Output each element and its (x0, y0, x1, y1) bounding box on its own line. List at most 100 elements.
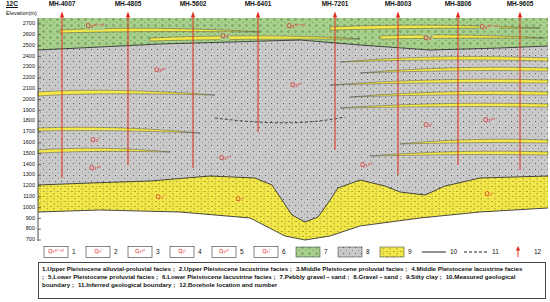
legend-number: 11 (492, 249, 499, 256)
legend-swatch (86, 247, 110, 258)
legend-number: 2 (114, 249, 118, 256)
section-id: 12C (6, 1, 18, 8)
stratum-code: Q₂ᵖˡ (289, 81, 303, 89)
clay-lens (350, 91, 548, 97)
clay-lens (400, 139, 548, 144)
legend-text: 8.Gravel－sand ; (353, 273, 402, 280)
clay-lens (340, 103, 548, 108)
clay-lens (38, 148, 170, 153)
tick-label: 1600 (23, 140, 35, 146)
tick-mark (38, 207, 41, 208)
tick-mark (38, 78, 41, 79)
measured-line-sample (422, 252, 446, 253)
stratum-code: Q₁ᵖˡ (359, 161, 373, 169)
clay-lens (330, 25, 540, 30)
inferred-line-sample (464, 252, 488, 253)
borehole-number: MH-8806 (445, 1, 472, 8)
legend-number: 10 (450, 249, 457, 256)
tick-mark (38, 121, 41, 122)
tick-mark (38, 67, 41, 68)
legend-text: 7.Pebbly gravel－sand ; (280, 273, 350, 280)
tick-mark (38, 164, 41, 165)
tick-mark (38, 34, 41, 35)
borehole (456, 12, 460, 166)
tick-mark (38, 24, 41, 25)
clay-lens (370, 151, 548, 156)
legend-text: 1.Upper Pleistocene alluvial-proluvial f… (42, 265, 175, 272)
measured-boundary (38, 40, 548, 50)
tick-label: 2000 (23, 97, 35, 103)
borehole (333, 12, 337, 151)
tick-label: 1300 (23, 172, 35, 178)
code-box (254, 247, 278, 258)
stratum-code: Q₂ᵖˡ (153, 66, 167, 74)
stratum-code: Q₁ˡ (235, 195, 246, 203)
pebbly-gravel-texture (38, 18, 548, 50)
tick-mark (38, 99, 41, 100)
legend-code: Q₂ᵖˡ (134, 249, 146, 256)
tick-label: 1100 (23, 194, 35, 200)
tick-label: 2100 (23, 86, 35, 92)
gravel-sand-unit (38, 18, 548, 241)
clay-lens (150, 36, 360, 41)
tick-label: 900 (26, 216, 35, 222)
color-swatch (380, 247, 404, 257)
code-box (44, 247, 68, 258)
clay-lens (330, 79, 548, 85)
borehole-number: MH-8003 (385, 1, 412, 8)
tick-label: 2500 (23, 43, 35, 49)
legend-text: 6.Lower Pleistocene lacustrine facies ; (162, 273, 275, 280)
color-swatch (296, 247, 320, 257)
swatch-texture (380, 247, 404, 257)
legend-number: 8 (366, 249, 370, 256)
borehole-number: MH-4805 (115, 1, 142, 8)
legend-number: 9 (408, 249, 412, 256)
swatch-texture (338, 247, 362, 257)
legend-code: Q₃ᵃˡ⁻ᵖˡ (47, 249, 65, 256)
axis-title: Elevation(m) (6, 11, 37, 17)
tick-mark (38, 132, 41, 133)
measured-boundary (38, 176, 548, 222)
legend-swatch (212, 247, 236, 258)
legend-number: 7 (324, 249, 328, 256)
stratum-code: Q₁ˡ (155, 193, 166, 201)
legend-text: 2.Upper Pleistocene lacustrine facies ; (179, 265, 292, 272)
borehole-number: MH-7201 (322, 1, 349, 8)
pebbly-gravel-unit (38, 18, 548, 50)
borehole-line (128, 15, 129, 165)
borehole-line (62, 15, 63, 178)
borehole-number: MH-6401 (245, 1, 272, 8)
legend-text: 3.Middle Pleistocene proluvial facies ; (296, 265, 407, 272)
legend-text: 11.Inferred geological boundary ; (78, 281, 175, 288)
borehole-line (258, 15, 259, 132)
tick-label: 2700 (23, 21, 35, 27)
legend-text: 9.Silty clay ; (406, 273, 442, 280)
borehole-arrow (126, 12, 130, 18)
legend-swatch (338, 247, 362, 257)
stratum-code: Q₂ᵖˡ (482, 116, 496, 124)
legend-code: Q₂ˡ (177, 249, 187, 256)
tick-mark (38, 218, 41, 219)
tick-label: 1500 (23, 151, 35, 157)
tick-label: 2400 (23, 54, 35, 60)
tick-label: 800 (26, 226, 35, 232)
tick-mark (38, 110, 41, 111)
legend-swatch (464, 252, 488, 253)
legend-code: Q₃ˡ (93, 249, 103, 256)
tick-mark (38, 240, 41, 241)
legend-number: 4 (198, 249, 202, 256)
swatch-texture (296, 247, 320, 257)
legend-swatch (44, 247, 68, 258)
clay-lens (340, 57, 548, 62)
tick-label: 1000 (23, 205, 35, 211)
stratum-code: Q₁ᵖˡ (88, 164, 102, 172)
borehole-number: MH-5602 (180, 1, 207, 8)
stratum-code: Q₃ᵃˡ⁻ᵖˡ (286, 22, 307, 30)
borehole-line (520, 15, 521, 170)
tick-mark (38, 56, 41, 57)
borehole-number: MH-4007 (49, 1, 76, 8)
tick-mark (38, 175, 41, 176)
legend-number: 1 (72, 249, 76, 256)
